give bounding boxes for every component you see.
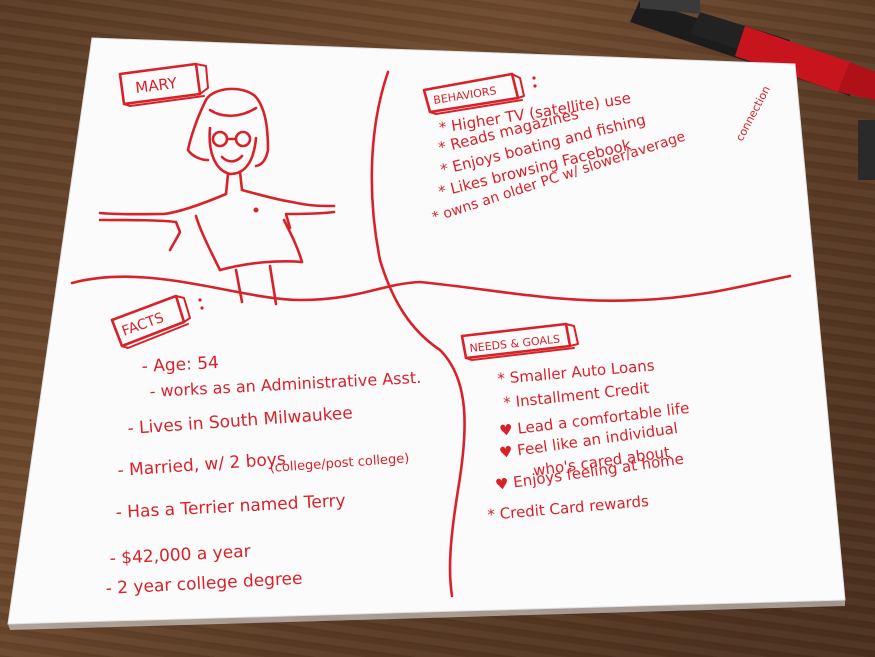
red-pen-icon xyxy=(630,0,875,100)
fact-item-1: - Age: 54 xyxy=(141,353,219,377)
second-pen-icon xyxy=(858,120,875,180)
persona-name: MARY xyxy=(134,74,179,97)
persona-drawing xyxy=(98,87,336,306)
name-banner: MARY xyxy=(118,62,209,107)
horizontal-divider-line xyxy=(70,274,792,302)
vertical-divider-line xyxy=(370,70,466,598)
